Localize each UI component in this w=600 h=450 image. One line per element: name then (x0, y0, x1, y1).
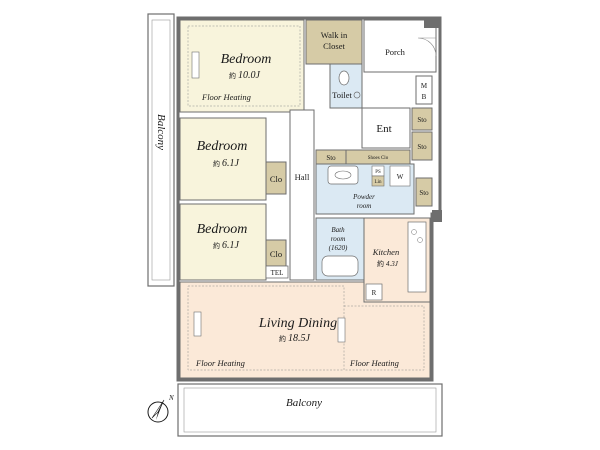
bedroom-3-name: Bedroom (197, 222, 248, 237)
powder-room-line2: room (357, 202, 372, 210)
storage-4-label: Sto (326, 154, 336, 162)
fridge-label: R (372, 289, 377, 297)
kitchen: Kitchen 約 4.3J R (363, 217, 431, 303)
porch: Porch (363, 19, 437, 73)
living-dining-prefix: 約 (279, 334, 286, 343)
bedroom-1-size: 10.0J (238, 70, 261, 81)
storage-3-label: Sto (419, 189, 429, 197)
storage-1-label: Sto (417, 116, 427, 124)
powder-room-line1: Powder (352, 193, 375, 201)
living-dining-name: Living Dining (258, 316, 337, 331)
storage-shoes: Sto Shoes Clo (315, 149, 411, 165)
bedroom-2: Bedroom 約 6.1J (179, 117, 267, 201)
balcony-left: Balcony (147, 13, 189, 287)
meter-box-b: B (422, 93, 427, 101)
storage-2-label: Sto (417, 143, 427, 151)
shoes-closet-label: Shoes Clo (368, 156, 389, 161)
kitchen-prefix: 約 (377, 259, 384, 268)
basin-icon (334, 170, 352, 180)
counter-icon (407, 221, 427, 293)
entrance-label: Ent (376, 123, 391, 135)
kitchen-size: 4.3J (386, 260, 399, 268)
hall-label: Hall (295, 172, 310, 182)
outer-walls (176, 16, 442, 382)
entrance: Ent (361, 107, 411, 149)
vanity-icon (327, 165, 359, 185)
ps-label: PS (375, 170, 381, 175)
living-dining-size: 18.5J (288, 333, 311, 344)
bedroom-2-size: 6.1J (222, 158, 240, 169)
walk-in-closet: Walk in Closet (305, 19, 363, 65)
washer-label: W (397, 173, 404, 181)
storage-right: Sto Sto Sto (411, 107, 433, 207)
kitchen-name: Kitchen (372, 247, 399, 257)
bedroom-1-prefix: 約 (229, 71, 236, 80)
bathtub-icon (321, 255, 359, 277)
bedroom-3-size: 6.1J (222, 240, 240, 251)
meter-box: M B (415, 75, 433, 105)
hall: Hall (289, 109, 315, 281)
porch-label: Porch (385, 47, 406, 57)
bedroom-2-name: Bedroom (197, 139, 248, 154)
column-top-right (424, 18, 440, 28)
compass-icon: N (147, 394, 174, 423)
linen-label: Lin (375, 180, 382, 185)
balcony-left-label: Balcony (155, 114, 167, 150)
living-dining: Living Dining 約 18.5J Floor Heating Floo… (179, 281, 431, 379)
bedroom-1: Bedroom 約 10.0J Floor Heating (179, 19, 305, 113)
column-right (432, 210, 442, 222)
bath-room: Bath room (1620) (315, 217, 365, 281)
bedroom-3: Bedroom 約 6.1J (179, 203, 267, 281)
toilet-label: Toilet (332, 90, 352, 100)
tel-label: TEL (271, 269, 284, 277)
walk-in-closet-line1: Walk in (321, 30, 348, 40)
powder-room: PS Lin W Powder room (315, 163, 415, 215)
compass-n-label: N (168, 394, 174, 402)
bedroom-3-prefix: 約 (213, 241, 220, 250)
bedroom-1-name: Bedroom (221, 52, 272, 67)
walk-in-closet-line2: Closet (323, 41, 345, 51)
closet-bedroom-3: Clo TEL (265, 239, 289, 279)
closet-bedroom-2: Clo (265, 161, 287, 195)
balcony-bottom: Balcony (177, 383, 443, 437)
toilet-bowl-icon (338, 70, 350, 86)
bedroom-2-prefix: 約 (213, 159, 220, 168)
closet-1-label: Clo (270, 174, 282, 184)
bath-room-line3: (1620) (329, 244, 348, 252)
balcony-bottom-label: Balcony (286, 397, 322, 409)
bedroom-1-floor-heating: Floor Heating (201, 92, 251, 102)
stove-icon (411, 229, 417, 235)
living-floor-heating-1: Floor Heating (195, 358, 245, 368)
toilet: Toilet (329, 63, 363, 109)
meter-box-m: M (421, 82, 428, 90)
toilet-sink-icon (353, 91, 361, 99)
bath-room-line2: room (331, 235, 346, 243)
living-floor-heating-2: Floor Heating (349, 358, 399, 368)
bath-room-line1: Bath (331, 226, 345, 234)
closet-2-label: Clo (270, 249, 282, 259)
